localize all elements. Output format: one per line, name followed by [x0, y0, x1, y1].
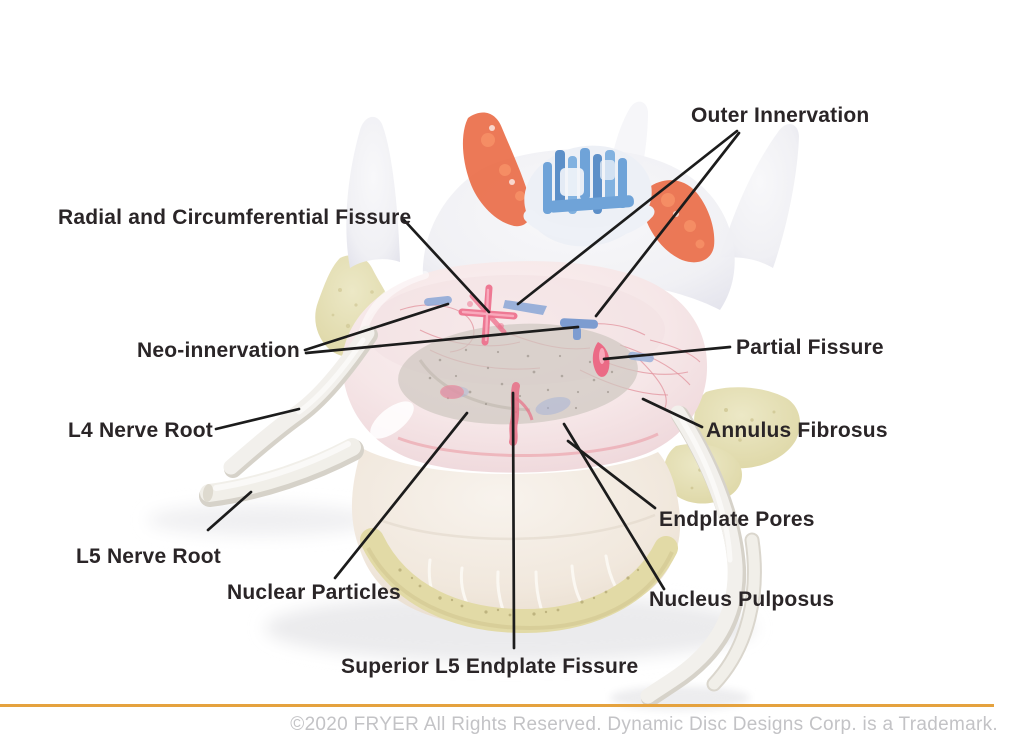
leader-nucleus-pulposus	[562, 422, 666, 591]
footer-divider	[0, 704, 994, 707]
label-nucleus-pulposus: Nucleus Pulposus	[649, 588, 835, 611]
label-nuclear-particles: Nuclear Particles	[227, 581, 401, 604]
label-outer-innervation: Outer Innervation	[691, 104, 870, 127]
label-partial-fissure: Partial Fissure	[736, 336, 884, 359]
label-endplate-pores: Endplate Pores	[659, 508, 815, 531]
disc-annulus	[342, 261, 708, 473]
leader-outer-innervation-1	[516, 129, 739, 306]
leader-annulus-fibrosus	[641, 397, 704, 429]
spinal-canal-nerves	[523, 145, 655, 247]
label-superior-l5-endplate-fissure: Superior L5 Endplate Fissure	[341, 655, 639, 678]
nerve-root-tubes	[199, 325, 762, 707]
label-l5-nerve-root: L5 Nerve Root	[76, 545, 221, 568]
label-l4-nerve-root: L4 Nerve Root	[68, 419, 213, 442]
leader-radial-fissure	[402, 218, 491, 314]
label-neo-innervation: Neo-innervation	[137, 339, 300, 362]
innervation-patch-left	[462, 112, 532, 227]
leader-superior-endplate-fissure	[511, 391, 516, 650]
leader-neo-innervation-2	[304, 325, 580, 355]
radial-fissure-mark	[458, 284, 518, 346]
innervation-patch-right	[641, 180, 715, 263]
lower-vertebral-body	[351, 448, 681, 634]
copyright-text: ©2020 FRYER All Rights Reserved. Dynamic…	[290, 714, 998, 735]
leader-neo-innervation-1	[303, 302, 450, 352]
leader-outer-innervation-2	[594, 131, 741, 318]
label-radial-circumferential-fissure: Radial and Circumferential Fissure	[58, 206, 412, 229]
leader-lines	[206, 129, 741, 650]
leader-nuclear-particles	[333, 411, 469, 580]
label-annulus-fibrosus: Annulus Fibrosus	[706, 419, 888, 442]
leader-partial-fissure	[602, 345, 732, 361]
leader-l4-nerve-root	[214, 407, 301, 431]
leader-l5-nerve-root	[206, 490, 253, 532]
